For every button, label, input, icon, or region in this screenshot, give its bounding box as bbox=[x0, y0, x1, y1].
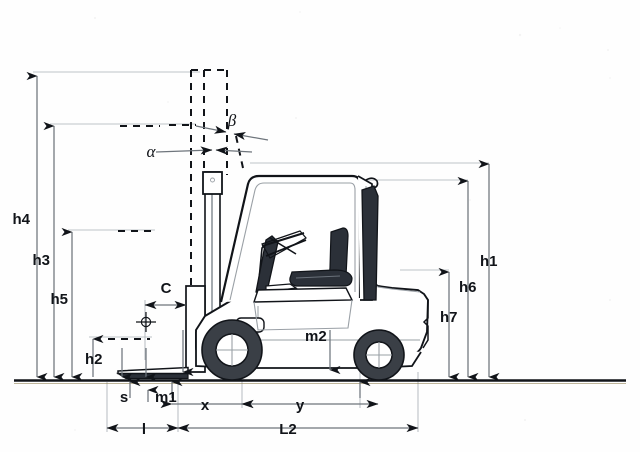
label-L2: L2 bbox=[279, 421, 297, 438]
label-C: C bbox=[161, 280, 172, 297]
dimline-beta bbox=[195, 125, 227, 134]
label-h5: h5 bbox=[50, 291, 68, 308]
label-s: s bbox=[120, 389, 128, 406]
label-h2: h2 bbox=[85, 351, 103, 368]
label-alpha: α bbox=[147, 142, 157, 161]
dimline-alpha bbox=[155, 146, 213, 155]
dimline-alpha2 bbox=[215, 146, 253, 155]
forklift-illustration bbox=[115, 171, 429, 381]
label-l: l bbox=[142, 421, 146, 438]
label-h1: h1 bbox=[480, 253, 498, 270]
operator-seat bbox=[265, 227, 353, 293]
dimension-labels: h4 h3 h5 h2 h1 h6 h7 m2 C s m1 x y l L2 … bbox=[12, 111, 497, 438]
front-wheel bbox=[201, 319, 263, 381]
label-h7: h7 bbox=[440, 309, 458, 326]
rear-post bbox=[361, 177, 379, 301]
fork-carriage-and-blade bbox=[115, 285, 206, 380]
dimension-arrows bbox=[26, 71, 500, 433]
mast-tilt-ghost-lines bbox=[108, 69, 244, 340]
rear-wheel bbox=[353, 329, 405, 381]
label-x: x bbox=[201, 397, 210, 414]
steering-wheel bbox=[255, 230, 307, 297]
mast-assembly bbox=[202, 171, 223, 323]
label-m1: m1 bbox=[155, 389, 177, 406]
label-h4: h4 bbox=[12, 211, 30, 228]
label-m2: m2 bbox=[305, 328, 327, 345]
load-centre-crosshair bbox=[136, 312, 156, 332]
ground-line bbox=[14, 379, 626, 384]
label-h3: h3 bbox=[32, 252, 50, 269]
cab-floor-panel bbox=[253, 287, 354, 331]
label-h6: h6 bbox=[459, 279, 477, 296]
dimline-beta2 bbox=[233, 131, 269, 141]
label-y: y bbox=[296, 397, 305, 414]
label-beta: β bbox=[227, 111, 237, 130]
